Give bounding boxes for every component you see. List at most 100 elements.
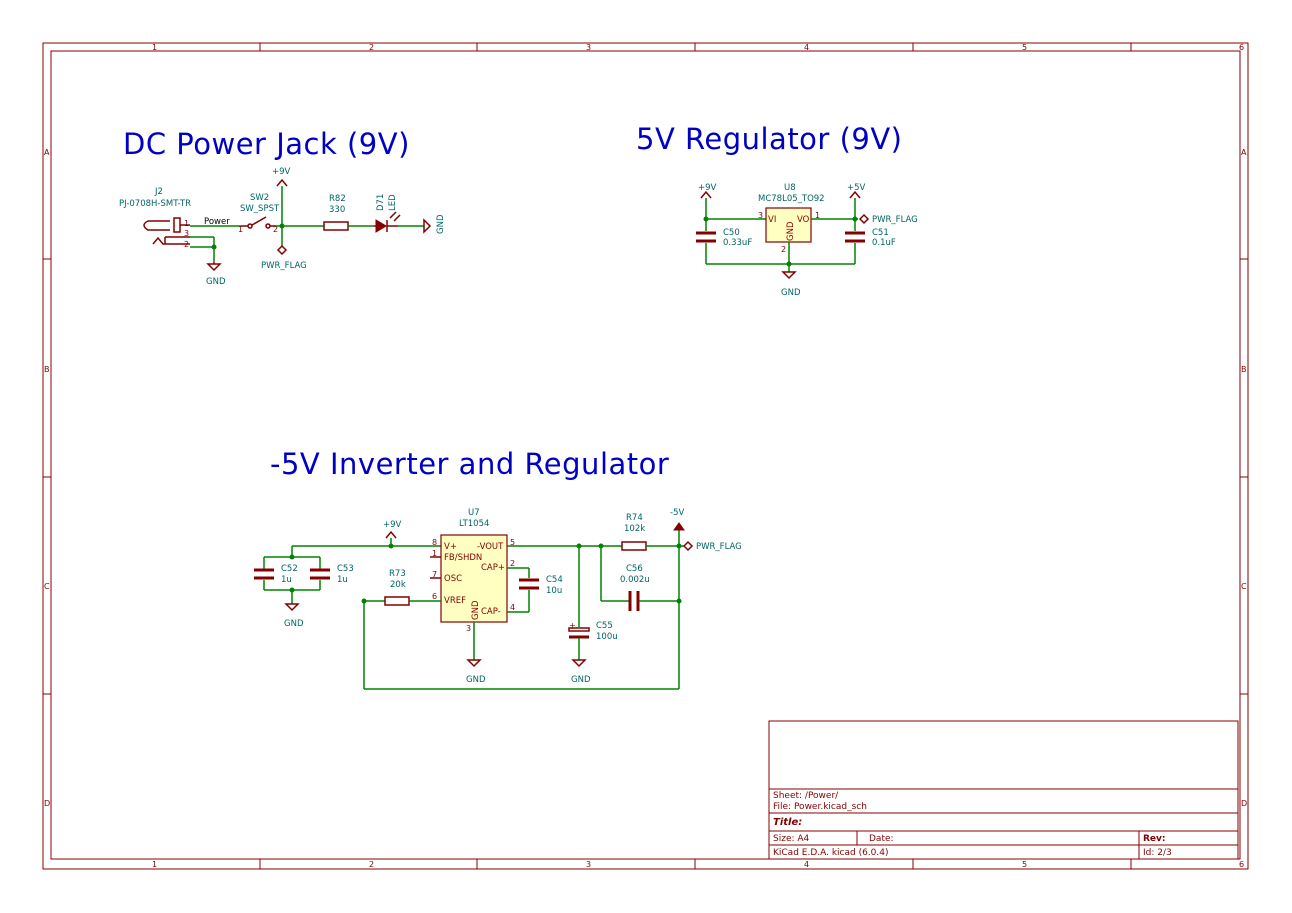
u8-ref: U8 <box>784 183 796 193</box>
u7-pin-vout: -VOUT <box>477 542 504 552</box>
tb-file: File: Power.kicad_sch <box>773 802 867 812</box>
d71-value: LED <box>388 194 398 211</box>
capacitor-c52[interactable] <box>254 568 274 580</box>
u7-pin-n2: 2 <box>510 559 515 568</box>
dc-jack-circuit: J2 PJ-0708H-SMT-TR 1 3 2 Power GND SW2 S… <box>119 167 446 287</box>
inverter-circuit: +9V GND C52 1u C53 1u U7 <box>254 508 742 690</box>
row-label-d-right: D <box>1241 799 1247 808</box>
pwr-flag-label-jack: PWR_FLAG <box>261 261 307 271</box>
gnd-label-reg: GND <box>781 288 801 298</box>
row-label-c: C <box>44 582 50 591</box>
u7-pin-n4: 4 <box>510 603 515 612</box>
svg-text:+: + <box>569 621 576 630</box>
net-label-power: Power <box>204 217 230 227</box>
connector-j2[interactable] <box>143 217 190 245</box>
col-label-2-bottom: 2 <box>369 860 374 869</box>
col-label-6: 6 <box>1239 43 1244 52</box>
u7-ref: U7 <box>468 508 480 518</box>
tb-size: Size: A4 <box>773 834 810 844</box>
capacitor-c55[interactable]: + <box>568 621 590 639</box>
col-label-2: 2 <box>369 43 374 52</box>
gnd-label-inv-left: GND <box>284 619 304 629</box>
u8-pin-vo: VO <box>797 215 810 225</box>
u7-pin-n6: 6 <box>432 592 437 601</box>
c53-value: 1u <box>337 575 348 585</box>
u7-pin-fb: FB/SHDN <box>444 553 482 563</box>
sw2-ref: SW2 <box>250 193 269 203</box>
u7-pin-osc: OSC <box>444 574 462 584</box>
row-label-b: B <box>44 365 50 374</box>
tb-rev: Rev: <box>1143 834 1166 844</box>
reg-vin-label: +9V <box>698 183 717 193</box>
power-symbol-neg5v <box>673 522 685 531</box>
col-label-3-bottom: 3 <box>586 860 591 869</box>
sw2-pin2: 2 <box>273 225 278 234</box>
capacitor-c53[interactable] <box>310 568 330 580</box>
vneg-label: -5V <box>670 508 684 518</box>
capacitor-c56[interactable] <box>628 591 640 611</box>
pwr-flag-reg <box>858 213 870 225</box>
gnd-symbol-jack <box>206 262 222 272</box>
reg-vout-label: +5V <box>847 183 866 193</box>
capacitor-c50[interactable] <box>696 231 716 243</box>
tb-title: Title: <box>773 817 802 828</box>
power-symbol-9v-inv <box>385 530 397 539</box>
sw2-pin1: 1 <box>238 225 243 234</box>
u7-pin-gnd: GND <box>471 600 481 620</box>
inv-vin-label: +9V <box>383 520 402 530</box>
col-label-5: 5 <box>1022 43 1027 52</box>
u8-pin2: 2 <box>781 245 786 254</box>
u8-pin3: 3 <box>758 211 763 220</box>
u7-pin-n1: 1 <box>432 549 437 558</box>
c51-value: 0.1uF <box>872 238 896 248</box>
sheet-frame: 1 2 3 4 5 6 1 2 3 4 5 6 A B C D A B C D <box>42 42 1249 870</box>
led-d71[interactable] <box>374 211 401 233</box>
title-5v-regulator: 5V Regulator (9V) <box>636 122 902 156</box>
capacitor-c51[interactable] <box>845 231 865 243</box>
resistor-r74[interactable] <box>621 541 647 551</box>
col-label-1: 1 <box>152 43 157 52</box>
power-symbol-9v-jack <box>276 178 288 187</box>
c52-value: 1u <box>281 575 292 585</box>
tb-id: Id: 2/3 <box>1143 848 1172 858</box>
u8-pin1: 1 <box>815 211 820 220</box>
c56-value: 0.002u <box>620 575 650 585</box>
row-label-c-right: C <box>1241 582 1247 591</box>
resistor-r82[interactable] <box>323 221 349 231</box>
u7-value: LT1054 <box>459 519 489 529</box>
gnd-symbol-led <box>423 218 432 234</box>
j2-pin3: 3 <box>184 229 189 238</box>
u8-pin-gnd: GND <box>786 221 796 241</box>
pwr-flag-jack <box>276 244 288 256</box>
row-label-b-right: B <box>1241 365 1247 374</box>
row-label-a: A <box>44 148 50 157</box>
row-label-a-right: A <box>1241 148 1247 157</box>
col-label-1-bottom: 1 <box>152 860 157 869</box>
switch-sw2[interactable] <box>241 216 276 229</box>
resistor-r73[interactable] <box>384 596 410 606</box>
col-label-5-bottom: 5 <box>1022 860 1027 869</box>
c50-value: 0.33uF <box>723 238 752 248</box>
gnd-label-led: GND <box>436 214 446 234</box>
capacitor-c54[interactable] <box>519 578 539 590</box>
gnd-symbol-inv-mid <box>466 659 482 668</box>
col-label-3: 3 <box>586 43 591 52</box>
u7-pin-capm: CAP- <box>481 607 501 617</box>
col-label-4-bottom: 4 <box>804 860 809 869</box>
pwr-flag-label-reg: PWR_FLAG <box>872 215 918 225</box>
ic-u7[interactable] <box>440 534 508 623</box>
c50-ref: C50 <box>723 228 740 238</box>
tb-date: Date: <box>869 834 894 844</box>
c55-ref: C55 <box>596 621 613 631</box>
row-label-d: D <box>44 799 50 808</box>
pwr-flag-inv <box>682 540 694 552</box>
u7-pin-vref: VREF <box>444 596 466 606</box>
gnd-label-inv-mid: GND <box>466 675 486 685</box>
c55-value: 100u <box>596 632 618 642</box>
u8-value: MC78L05_TO92 <box>758 194 825 204</box>
u7-pin-n7: 7 <box>432 570 437 579</box>
d71-ref: D71 <box>376 194 386 211</box>
power-symbol-9v-reg <box>700 190 712 199</box>
c54-value: 10u <box>546 586 562 596</box>
c53-ref: C53 <box>337 564 354 574</box>
